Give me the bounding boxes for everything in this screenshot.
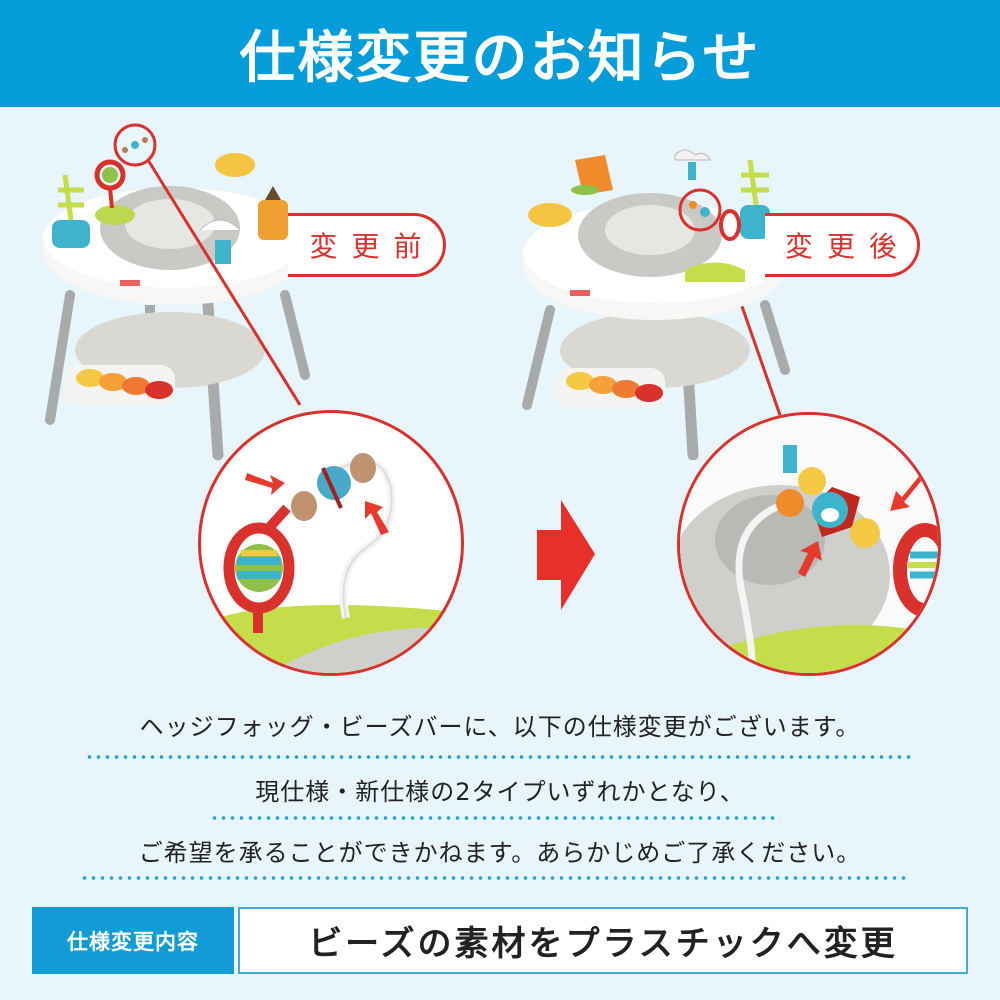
dotted-divider xyxy=(80,876,910,880)
notice-text-1: ヘッジフォッグ・ビーズバーに、以下の仕様変更がございます。 xyxy=(139,713,861,741)
product-image-after xyxy=(522,149,790,460)
notice-line-2: 現仕様・新仕様の2タイプいずれかとなり、 xyxy=(0,772,1000,807)
notice-text-2: 現仕様・新仕様の2タイプいずれかとなり、 xyxy=(255,778,745,806)
after-label-text: 変更後 xyxy=(784,230,911,263)
dotted-divider xyxy=(210,816,780,820)
right-arrow-icon xyxy=(537,500,595,610)
notice-text-3: ご希望を承ることができかねます。あらかじめご了承ください。 xyxy=(138,839,862,867)
spec-change-label: 仕様変更内容 xyxy=(32,907,234,974)
before-label-text: 変更前 xyxy=(309,230,436,263)
zoom-detail-before xyxy=(198,410,464,676)
pointer-arrow-icon xyxy=(798,541,822,577)
before-label: 変更前 xyxy=(288,213,446,277)
spec-change-row: 仕様変更内容 ビーズの素材をプラスチックへ変更 xyxy=(32,907,968,974)
pointer-arrow-icon xyxy=(890,475,922,511)
product-image-before xyxy=(43,123,310,461)
notice-line-1: ヘッジフォッグ・ビーズバーに、以下の仕様変更がございます。 xyxy=(0,707,1000,742)
page-header: 仕様変更のお知らせ xyxy=(0,0,1000,107)
pointer-arrow-icon xyxy=(245,473,285,495)
pointer-arrow-icon xyxy=(365,501,389,535)
notice-line-3: ご希望を承ることができかねます。あらかじめご了承ください。 xyxy=(0,833,1000,868)
dotted-divider xyxy=(85,755,915,759)
zoom-detail-after xyxy=(677,412,941,676)
after-label: 変更後 xyxy=(765,213,920,277)
page-title: 仕様変更のお知らせ xyxy=(239,26,761,91)
spec-change-value: ビーズの素材をプラスチックへ変更 xyxy=(238,907,968,974)
